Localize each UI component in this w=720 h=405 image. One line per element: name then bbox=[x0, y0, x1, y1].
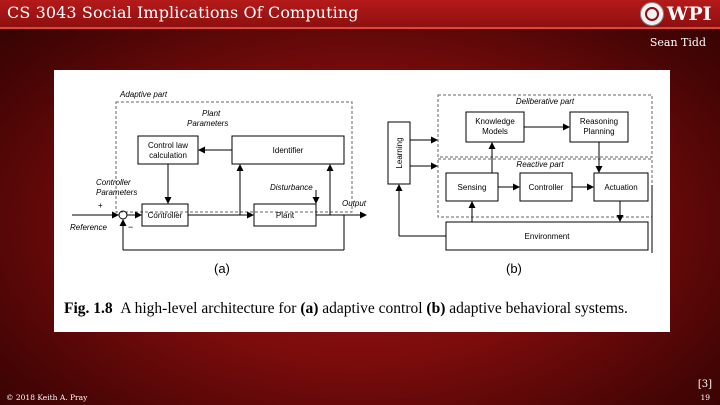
caption-text-2: adaptive control bbox=[322, 300, 423, 317]
reasoning-label: Reasoning bbox=[580, 117, 618, 126]
deliberative-part-box bbox=[437, 94, 653, 158]
caption-text-3: adaptive behavioral systems. bbox=[449, 300, 628, 317]
controller-label-a: Controller bbox=[148, 211, 183, 220]
controller-label-b: Controller bbox=[529, 183, 564, 192]
identifier-label: Identifier bbox=[273, 146, 304, 155]
actuation-label: Actuation bbox=[604, 183, 637, 192]
control-law-label-2: calculation bbox=[149, 151, 187, 160]
title-bar: CS 3043 Social Implications Of Computing… bbox=[0, 0, 720, 28]
diagram-a-labels: Adaptive part Plant Parameters Control l… bbox=[70, 90, 367, 276]
logo-text: WPI bbox=[667, 3, 712, 25]
reference-label: Reference bbox=[70, 223, 107, 232]
title-divider bbox=[0, 27, 720, 29]
page-number: 19 bbox=[700, 393, 710, 402]
diagram-b-label: (b) bbox=[506, 261, 522, 276]
wpi-logo: WPI bbox=[640, 2, 712, 26]
controller-parameters-label-2: Parameters bbox=[96, 188, 137, 197]
control-law-label: Control law bbox=[148, 141, 188, 150]
plus-sign: + bbox=[98, 201, 103, 210]
figure-caption: Fig. 1.8 A high-level architecture for (… bbox=[64, 300, 664, 318]
reasoning-label-2: Planning bbox=[583, 127, 614, 136]
copyright-text: © 2018 Keith A. Pray bbox=[6, 393, 88, 402]
caption-fig-number: Fig. 1.8 bbox=[64, 300, 113, 317]
course-title: CS 3043 Social Implications Of Computing bbox=[7, 3, 359, 22]
minus-sign: − bbox=[128, 222, 133, 232]
deliberative-part-label: Deliberative part bbox=[516, 97, 575, 106]
adaptive-part-box bbox=[115, 101, 353, 213]
learning-label: Learning bbox=[395, 137, 404, 168]
plant-parameters-label: Plant bbox=[202, 109, 221, 118]
caption-b: (b) bbox=[426, 300, 446, 317]
architecture-diagram: Adaptive part Plant Parameters Control l… bbox=[70, 90, 653, 276]
caption-text-1: A high-level architecture for bbox=[120, 300, 297, 317]
caption-a: (a) bbox=[300, 300, 319, 317]
author-name: Sean Tidd bbox=[649, 36, 706, 49]
controller-parameters-label: Controller bbox=[96, 178, 131, 187]
knowledge-label: Knowledge bbox=[475, 117, 515, 126]
sensing-label: Sensing bbox=[458, 183, 487, 192]
plant-label: Plant bbox=[276, 211, 295, 220]
disturbance-label: Disturbance bbox=[270, 183, 313, 192]
output-label: Output bbox=[342, 199, 367, 208]
actuation-box bbox=[593, 172, 649, 202]
adaptive-part-label: Adaptive part bbox=[119, 90, 168, 99]
environment-label: Environment bbox=[525, 232, 571, 241]
figure-panel: Adaptive part Plant Parameters Control l… bbox=[54, 70, 670, 332]
diagram-a-label: (a) bbox=[214, 261, 230, 276]
knowledge-label-2: Models bbox=[482, 127, 508, 136]
diagram-b-labels: Deliberative part Knowledge Models Reaso… bbox=[395, 97, 638, 276]
reference-marker: [3] bbox=[697, 379, 712, 390]
reactive-part-label: Reactive part bbox=[516, 160, 564, 169]
wpi-seal-icon bbox=[640, 2, 664, 26]
plant-parameters-label-2: Parameters bbox=[187, 119, 228, 128]
diagram-b bbox=[387, 94, 653, 253]
diagram-a bbox=[72, 101, 367, 251]
